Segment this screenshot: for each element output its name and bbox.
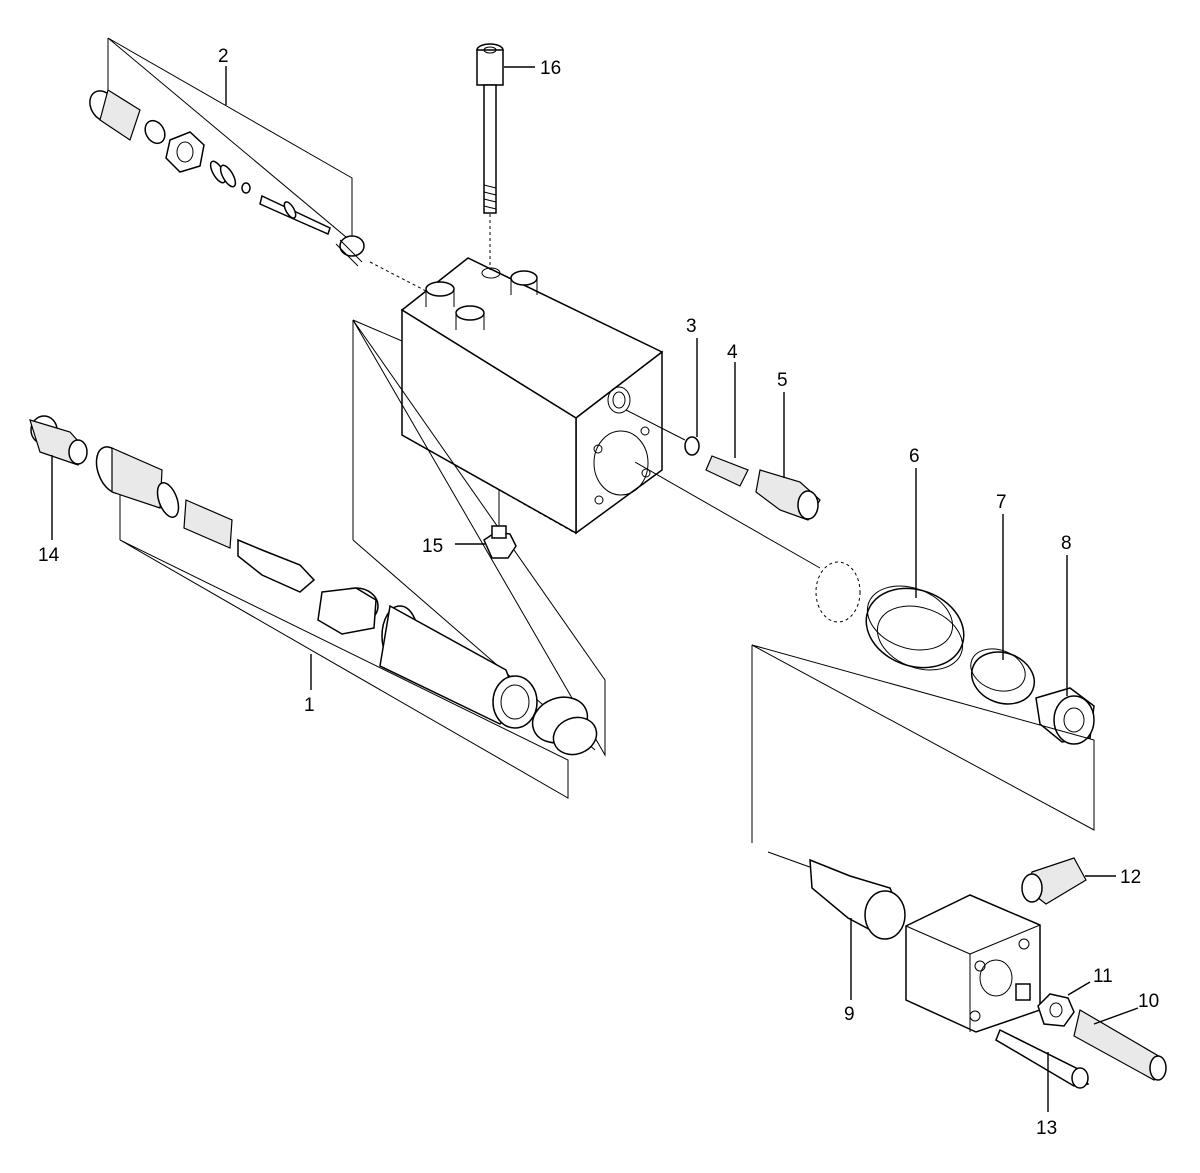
callout-2: 2 [218,46,229,67]
bolt-16 [476,43,504,270]
callout-labels: 2 16 3 4 5 6 7 8 14 15 1 12 11 10 9 13 [38,46,1159,1139]
callout-16: 16 [540,58,561,79]
plug-15 [483,490,517,559]
lower-assembly [751,644,1167,1089]
callout-3: 3 [686,316,697,337]
parts-6-7-8 [634,461,1095,745]
leader-lines [51,66,1139,1112]
callout-9: 9 [844,1004,855,1025]
callout-13: 13 [1036,1118,1057,1139]
callout-14: 14 [38,545,60,566]
fitting-14 [29,415,88,466]
callout-1: 1 [304,695,315,716]
cartridge-assembly-1 [95,319,606,799]
callout-11: 11 [1093,966,1113,987]
callout-7: 7 [996,492,1007,513]
callout-15: 15 [422,536,443,557]
callout-5: 5 [777,370,788,391]
callout-10: 10 [1138,991,1159,1012]
callout-12: 12 [1120,867,1141,888]
valve-block [400,257,664,535]
parts-3-4-5 [625,409,821,521]
cartridge-assembly-2 [89,37,429,293]
callout-6: 6 [909,446,920,467]
callout-8: 8 [1061,533,1072,554]
callout-4: 4 [727,342,738,363]
